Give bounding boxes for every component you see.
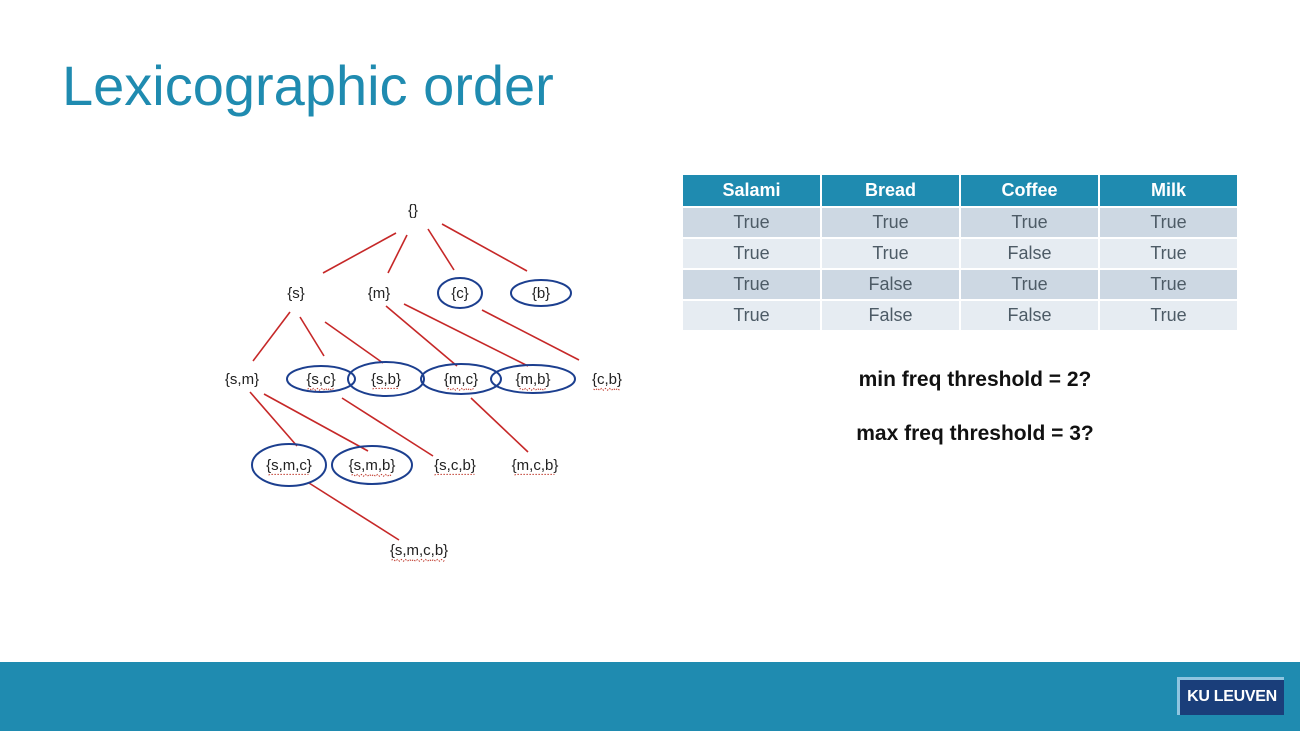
spellcheck-underline-sc bbox=[307, 387, 334, 391]
table-cell: True bbox=[959, 206, 1100, 239]
table-cell: False bbox=[820, 299, 961, 332]
table-row: True False True True bbox=[681, 268, 1239, 301]
column-header-salami: Salami bbox=[681, 173, 822, 208]
lattice-edge-mc-mcb bbox=[470, 397, 529, 453]
spellcheck-underline-cb bbox=[593, 387, 620, 391]
lattice-node-sb: {s,b} bbox=[371, 371, 401, 388]
table-cell: True bbox=[1098, 237, 1239, 270]
min-threshold-question: min freq threshold = 2? bbox=[858, 368, 1092, 391]
lattice-node-b: {b} bbox=[532, 285, 550, 302]
slide-title: Lexicographic order bbox=[62, 54, 554, 117]
lattice-edge-s-sm bbox=[252, 311, 291, 362]
spellcheck-underline-smcb bbox=[391, 558, 446, 562]
lattice-node-smcb: {s,m,c,b} bbox=[390, 542, 448, 559]
table-row: True True True True bbox=[681, 206, 1239, 239]
table-cell: True bbox=[959, 268, 1100, 301]
lattice-edge-smc-smcb bbox=[308, 482, 400, 541]
lattice-ring-b bbox=[510, 279, 572, 307]
lattice-ring-sc bbox=[286, 365, 356, 393]
lattice-ring-mc bbox=[420, 363, 502, 395]
table-cell: True bbox=[820, 206, 961, 239]
table-cell: False bbox=[959, 237, 1100, 270]
lattice-edges bbox=[249, 223, 580, 541]
lattice-node-c: {c} bbox=[451, 285, 469, 302]
lattice-edge-root-c bbox=[427, 228, 455, 271]
table-cell: True bbox=[1098, 206, 1239, 239]
table-cell: True bbox=[820, 237, 961, 270]
lattice-node-s: {s} bbox=[287, 285, 305, 302]
lattice-node-sc: {s,c} bbox=[306, 371, 335, 388]
column-header-coffee: Coffee bbox=[959, 173, 1100, 208]
lattice-ring-smb bbox=[331, 445, 413, 485]
spellcheck-underline-sb bbox=[372, 387, 399, 390]
table-cell: False bbox=[820, 268, 961, 301]
lattice-edge-root-b bbox=[441, 223, 528, 272]
lattice-labels: {} {s} {m} {c} {b} {s,m} {s,c} {s,b} {m,c} {m,b} {… bbox=[225, 202, 622, 562]
transaction-table: Salami Bread Coffee Milk True True True … bbox=[681, 173, 1239, 332]
table-cell: True bbox=[681, 268, 822, 301]
lattice-rings bbox=[251, 277, 576, 487]
table-row: True False False True bbox=[681, 299, 1239, 332]
spellcheck-underline-mb bbox=[519, 387, 546, 391]
lattice-ring-c bbox=[437, 277, 483, 309]
lattice-edge-sm-smc bbox=[249, 391, 298, 447]
lattice-node-mc: {m,c} bbox=[444, 371, 478, 388]
table-cell: False bbox=[959, 299, 1100, 332]
table-cell: True bbox=[681, 237, 822, 270]
lattice-node-m: {m} bbox=[368, 285, 391, 302]
lattice-node-scb: {s,c,b} bbox=[434, 457, 476, 474]
table-cell: True bbox=[681, 206, 822, 239]
lattice-node-mcb: {m,c,b} bbox=[512, 457, 559, 474]
lattice-edge-sm-smb bbox=[263, 393, 369, 452]
lattice-edge-s-sc bbox=[299, 316, 325, 357]
lattice-edge-root-s bbox=[322, 232, 397, 274]
spellcheck-underline-scb bbox=[434, 473, 475, 476]
footer-bar bbox=[0, 662, 1300, 731]
lattice-node-smc: {s,m,c} bbox=[266, 457, 312, 474]
lattice-edge-root-m bbox=[387, 234, 408, 274]
column-header-milk: Milk bbox=[1098, 173, 1239, 208]
ku-leuven-logo: KU LEUVEN bbox=[1177, 677, 1284, 715]
table-cell: True bbox=[681, 299, 822, 332]
lattice-edge-sc-scb bbox=[341, 397, 434, 457]
lattice-ring-sb bbox=[347, 361, 425, 397]
lattice-edge-m-mc bbox=[385, 305, 458, 367]
column-header-bread: Bread bbox=[820, 173, 961, 208]
spellcheck-underline-smc bbox=[268, 473, 309, 476]
lattice-node-smb: {s,m,b} bbox=[349, 457, 396, 474]
table-cell: True bbox=[1098, 268, 1239, 301]
lattice-edge-s-sb bbox=[324, 321, 384, 364]
lattice-node-cb: {c,b} bbox=[592, 371, 622, 388]
table-cell: True bbox=[1098, 299, 1239, 332]
lattice-edge-m-mb bbox=[403, 303, 529, 367]
lattice-node-root: {} bbox=[408, 202, 418, 219]
lattice-ring-smc bbox=[251, 443, 327, 487]
itemset-lattice-diagram: {} {s} {m} {c} {b} {s,m} {s,c} {s,b} {m,c} {m,b} {… bbox=[225, 202, 622, 562]
lattice-ring-mb bbox=[490, 364, 576, 394]
spellcheck-underline-smb bbox=[351, 473, 392, 477]
table-header-row: Salami Bread Coffee Milk bbox=[681, 173, 1239, 208]
spellcheck-underline-mc bbox=[447, 387, 474, 391]
lattice-node-sm: {s,m} bbox=[225, 371, 259, 388]
max-threshold-question: max freq threshold = 3? bbox=[856, 422, 1094, 445]
lattice-node-mb: {m,b} bbox=[515, 371, 550, 388]
lattice-edge-c-cb bbox=[481, 309, 580, 361]
table-row: True True False True bbox=[681, 237, 1239, 270]
spellcheck-underline-mcb bbox=[514, 473, 555, 476]
